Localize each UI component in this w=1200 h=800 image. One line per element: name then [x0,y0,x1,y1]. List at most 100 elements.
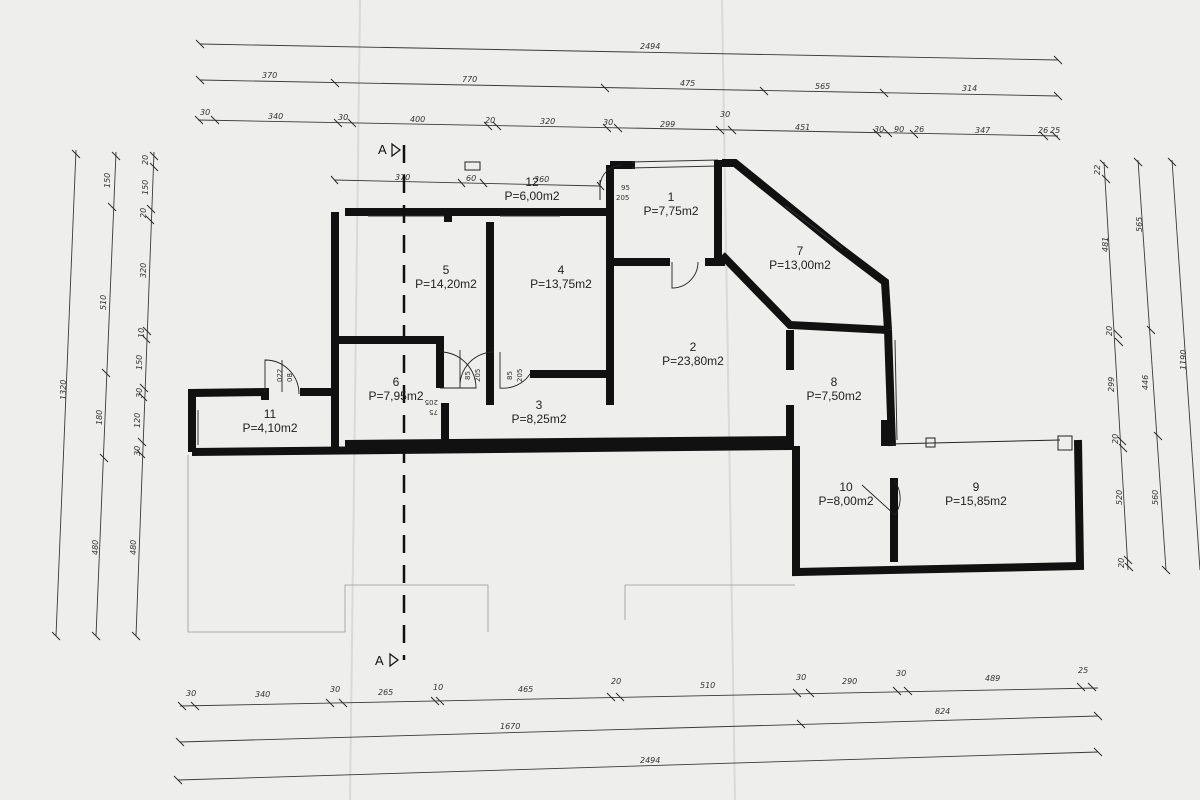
top-dimension-lines: 2494 370 770 475 565 314 30 340 30 400 2… [194,39,1063,191]
dim-top-row3-2: 30 [338,113,348,122]
section-marker-top: A [378,142,387,157]
door-mark-11-b: 08 [286,373,294,382]
dim-top-row3-13: 347 [975,126,991,135]
dim-left-row3-3: 320 [139,263,148,278]
dim-right-row1-5: 520 [1115,490,1124,505]
dim-right-row1-6: 20 [1117,558,1126,568]
dim-top-row3-12: 26 [914,125,924,134]
dim-bottom-row1-4: 10 [433,683,443,692]
dim-right-row1-1: 481 [1101,237,1110,252]
dim-bottom-row1-2: 30 [330,685,340,694]
walls [187,159,1085,633]
room-12-number: 12 [525,175,539,189]
door-swings [264,164,901,516]
dim-top-row3-4: 20 [485,116,495,125]
left-dimension-lines: 1320 150 510 180 480 20 150 20 320 10 15… [51,149,159,641]
room-9-area: P=15,85m2 [945,494,1007,508]
room-2-area: P=23,80m2 [662,354,724,368]
dim-bottom-row1-5: 465 [518,685,533,694]
door-mark-6-a: 205 [425,398,438,406]
dim-top-row3-15: 25 [1050,126,1060,135]
dim-bottom-row1-11: 489 [985,674,1000,683]
room-3-area: P=8,25m2 [511,412,566,426]
door-room2-swing [671,261,699,289]
dim-left-row2-3: 480 [91,540,100,555]
right-dimension-lines: 22 481 20 299 20 520 20 565 446 560 1190 [1093,157,1200,575]
dim-top-inner-1: 60 [466,174,476,183]
paper-fold [349,0,361,800]
dim-top-row3-6: 30 [603,118,613,127]
dim-left-row3-2: 20 [139,208,148,218]
dim-right-row2-2: 560 [1151,490,1160,505]
room-12-area: P=6,00m2 [504,189,559,203]
section-arrow-bottom-icon [389,652,399,668]
door-mark-11-a: 022 [276,369,284,382]
dim-top-row3-3: 400 [410,115,425,124]
room-7-number: 7 [797,244,804,258]
dim-bottom-row1-10: 30 [896,669,906,678]
bottom-dimension-lines: 30 340 30 265 10 465 20 510 30 290 30 48… [173,666,1103,785]
section-line: A A [375,142,406,668]
dim-bottom-row2-1: 824 [935,707,950,716]
dim-left-row3-5: 150 [135,355,144,370]
dim-left-row2-0: 150 [103,173,112,188]
dim-left-row3-0: 20 [141,155,150,165]
door-mark-12-a: 95 [621,184,630,192]
dim-left-row3-8: 30 [133,446,142,456]
room-5-area: P=14,20m2 [415,277,477,291]
dim-bottom-row1-6: 20 [611,677,621,686]
dim-top-row3-14: 26 [1038,126,1048,135]
dim-top-row3-11: 90 [894,125,904,134]
room-3-number: 3 [536,398,543,412]
door-mark-5-b: 205 [474,369,482,382]
door-room3-swing [499,352,531,389]
door-marks: 95 205 022 08 205 75 85 205 85 205 [276,184,630,416]
dim-bottom-row2-0: 1670 [500,722,520,731]
dim-left-total: 1320 [59,380,68,400]
dim-left-row3-4: 10 [137,328,146,338]
dim-bottom-total: 2494 [640,756,660,765]
dim-left-row3-9: 480 [129,540,138,555]
dim-left-row3-1: 150 [141,180,150,195]
room-8-area: P=7,50m2 [806,389,861,403]
dim-bottom-row1-9: 290 [842,677,857,686]
dim-top-row2-3: 565 [815,82,830,91]
dim-right-row1-4: 20 [1111,434,1120,444]
dim-right-row2-1: 446 [1141,375,1150,390]
room-1-number: 1 [668,190,675,204]
dim-bottom-row1-1: 340 [255,690,270,699]
dim-top-total: 2494 [640,42,660,51]
dim-left-row3-6: 30 [135,388,144,398]
dim-bottom-row1-12: 25 [1078,666,1088,675]
dim-top-row2-1: 770 [462,75,477,84]
room-10-area: P=8,00m2 [818,494,873,508]
door-room5-swing [459,350,495,389]
room-6-number: 6 [393,375,400,389]
dim-top-row3-5: 320 [540,117,555,126]
dim-left-row3-7: 120 [133,413,142,428]
dim-right-row2-0: 565 [1135,217,1144,232]
dim-right-row1-0: 22 [1093,165,1102,175]
dim-top-row3-0: 30 [200,108,210,117]
room-7-area: P=13,00m2 [769,258,831,272]
dim-top-row3-10: 30 [874,125,884,134]
dim-left-row2-2: 180 [95,410,104,425]
paper-fold [721,0,736,800]
door-mark-5-a: 85 [464,371,472,380]
dim-right-row1-2: 20 [1105,326,1114,336]
dim-bottom-row1-0: 30 [186,689,196,698]
door-mark-12-b: 205 [616,194,629,202]
door-room6-swing [439,351,477,389]
door-mark-3-b: 205 [516,369,524,382]
dim-top-inner-2: 360 [534,175,549,184]
section-arrow-top-icon [391,142,401,158]
door-room10-swing [861,479,901,516]
room-11-number: 11 [264,407,277,421]
dim-top-row3-1: 340 [268,112,283,121]
door-mark-3-a: 85 [506,371,514,380]
room-9-number: 9 [973,480,980,494]
dim-bottom-row1-8: 30 [796,673,806,682]
room-6-area: P=7,95m2 [368,389,423,403]
